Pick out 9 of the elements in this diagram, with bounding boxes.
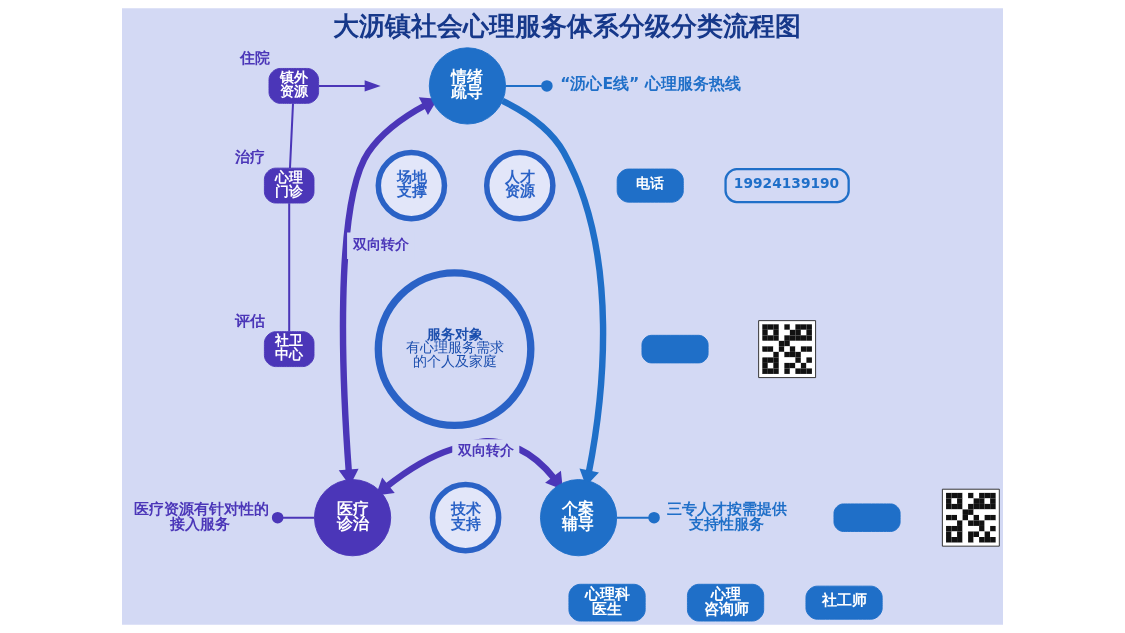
node-text: 医疗资源有针对性的接入服务 xyxy=(133,499,269,532)
edge-label: 双向转介 xyxy=(458,442,515,459)
node-label: 治疗 xyxy=(235,148,265,166)
node-label: 住院 xyxy=(239,48,270,66)
node-label: 评估 xyxy=(235,311,265,329)
node-text: 三专人才按需提供支持性服务 xyxy=(667,499,788,532)
edge-label: 双向转介 xyxy=(353,235,410,252)
diagram-title: 大沥镇社会心理服务体系分级分类流程图 xyxy=(332,11,801,42)
node-text: “沥心E线” 心理服务热线 xyxy=(560,74,741,93)
